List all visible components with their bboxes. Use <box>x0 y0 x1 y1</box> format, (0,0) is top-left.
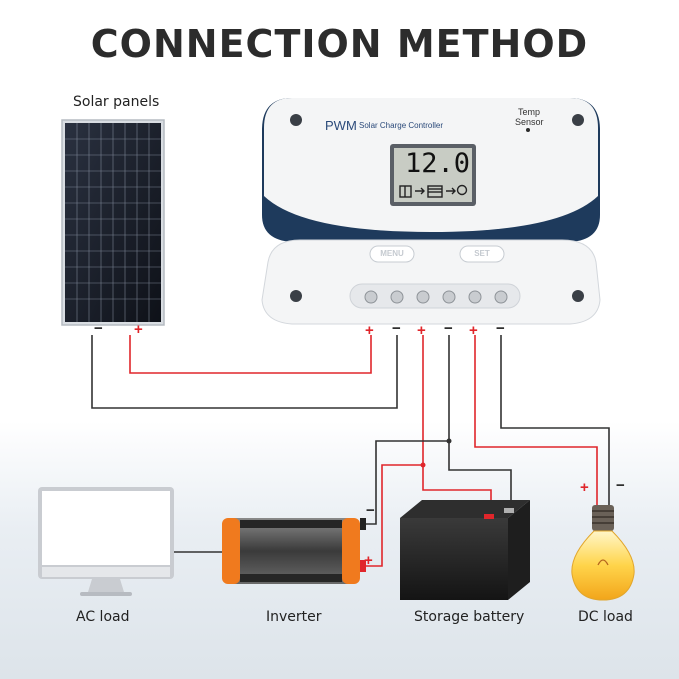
solar-positive-wire <box>129 335 372 374</box>
temp-sensor-line2: Sensor <box>515 117 544 127</box>
terminal-screws <box>364 290 508 304</box>
terminal-minus-1: − <box>392 320 401 337</box>
page-title: CONNECTION METHOD <box>90 22 589 66</box>
temp-sensor-line1: Temp <box>518 107 541 117</box>
charge-controller <box>261 98 601 325</box>
solar-panel <box>61 119 165 326</box>
lcd-icons <box>399 184 468 198</box>
terminal-plus-2: + <box>417 322 426 339</box>
inverter-positive-wire <box>362 464 423 567</box>
solar-plus-sign: + <box>134 321 143 338</box>
dc-negative-wire <box>500 335 610 505</box>
inverter-negative-wire <box>362 440 449 525</box>
battery-negative-wire <box>448 335 512 512</box>
inverter-plus-sign: + <box>364 552 373 569</box>
monitor <box>38 487 174 596</box>
set-button[interactable]: SET <box>474 249 490 258</box>
menu-button[interactable]: MENU <box>380 249 404 258</box>
dc-positive-wire <box>474 335 598 505</box>
inverter-label: Inverter <box>266 609 322 625</box>
terminal-plus-1: + <box>365 322 374 339</box>
terminal-minus-2: − <box>444 320 453 337</box>
lcd-readout: 12.0 <box>405 148 471 179</box>
storage-battery-label: Storage battery <box>414 609 525 625</box>
light-bulb <box>571 505 635 601</box>
ac-load-label: AC load <box>76 609 130 625</box>
solar-negative-wire <box>91 335 398 409</box>
solar-minus-sign: − <box>94 320 103 337</box>
dc-minus-sign: − <box>616 477 625 494</box>
terminal-minus-3: − <box>496 320 505 337</box>
battery <box>400 500 530 600</box>
inverter-minus-sign: − <box>366 502 375 519</box>
battery-positive-wire <box>422 335 492 519</box>
dc-load-label: DC load <box>578 609 633 625</box>
controller-brand: PWM <box>325 118 357 133</box>
solar-panels-label: Solar panels <box>73 94 160 110</box>
dc-plus-sign: + <box>580 479 589 496</box>
terminal-plus-3: + <box>469 322 478 339</box>
inverter <box>222 518 366 584</box>
controller-subtitle: Solar Charge Controller <box>359 121 444 130</box>
